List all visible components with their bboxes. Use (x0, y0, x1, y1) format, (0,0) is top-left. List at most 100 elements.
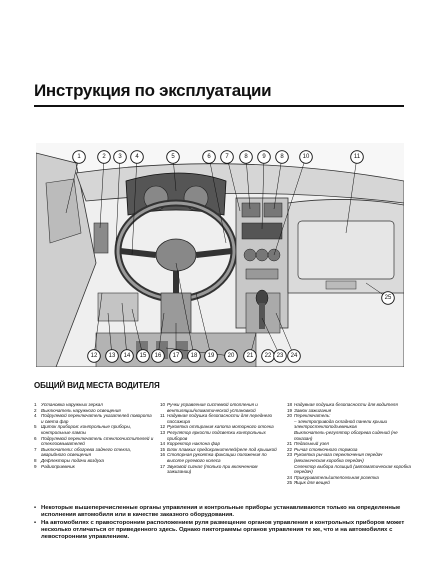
note-text: Некоторые вышеперечисленные органы управ… (41, 505, 401, 518)
callout-15: 15 (136, 349, 150, 363)
legend-text: Рычаг стояночного тормоза (294, 446, 358, 452)
notes: • Некоторые вышеперечисленные органы упра… (34, 505, 410, 542)
callout-circle (273, 349, 287, 363)
legend-number (287, 464, 294, 475)
legend-number: 22 (287, 446, 293, 452)
legend-number: 10 (160, 402, 166, 407)
callout-1: 1 (72, 150, 86, 164)
bullet-icon: • (34, 520, 37, 526)
callout-number: 17 (173, 353, 180, 359)
callout-4: 4 (130, 150, 144, 164)
callout-circle (120, 349, 134, 363)
legend-number: 8 (34, 457, 37, 463)
leader-lines (65, 156, 389, 357)
note-item: •Некоторые вышеперечисленные органы упра… (34, 505, 410, 519)
legend-number: 16 (160, 452, 166, 458)
callout-circle (204, 349, 218, 363)
callout-number: 2 (102, 154, 106, 160)
callout-number: 1 (77, 154, 81, 160)
callout-5: 5 (166, 150, 180, 164)
callout-circle (257, 150, 271, 164)
callout-number: 23 (277, 353, 284, 359)
callout-8: 8 (239, 150, 253, 164)
callout-circle (287, 349, 301, 363)
callout-circle (243, 349, 257, 363)
legend-number: 12 (160, 424, 166, 430)
callout-circle (130, 150, 144, 164)
callout-number: 21 (247, 353, 254, 359)
callout-number: 22 (265, 353, 272, 359)
legend-number: 4 (34, 413, 37, 419)
legend-number: 2 (34, 407, 37, 413)
callout-circle (275, 150, 289, 164)
figure-caption: ОБЩИЙ ВИД МЕСТА ВОДИТЕЛЯ (34, 381, 160, 390)
callout-10: 10 (299, 150, 313, 164)
callout-number: 6 (207, 154, 211, 160)
callout-9: 9 (257, 150, 271, 164)
callout-number: 3 (118, 154, 122, 160)
callout-20: 20 (224, 349, 238, 363)
legend-text: Педальный узел (294, 441, 329, 447)
callout-number: 8 (244, 154, 248, 160)
legend-text: Рукоятка рычага переключения передач (ме… (294, 452, 383, 463)
note-item: •На автомобилях с правосторонним располо… (34, 520, 410, 541)
legend-number: 5 (34, 424, 37, 430)
air-vent-left (241, 202, 261, 218)
callout-number: 9 (262, 154, 266, 160)
callout-circle (87, 349, 101, 363)
callout-17: 17 (169, 349, 183, 363)
callout-number: 18 (191, 353, 198, 359)
legend-number: 17 (160, 463, 166, 469)
legend-item: – электропривода складной панели крыши э… (287, 419, 411, 430)
callout-25: 25 (381, 291, 395, 305)
legend-number: 20 (287, 413, 293, 419)
callout-circle (169, 349, 183, 363)
callout-number: 25 (385, 295, 392, 301)
callout-11: 11 (350, 150, 364, 164)
legend-number: 25 (287, 480, 293, 486)
light-switch (93, 222, 109, 254)
legend-text: Селектор выбора позиций (автоматическая … (294, 463, 411, 475)
legend-number: 11 (160, 413, 165, 419)
callout-circle (299, 150, 313, 164)
callout-number: 5 (171, 154, 175, 160)
legend-item: 5 Щиток приборов: контрольные приборы, ко… (34, 424, 154, 435)
callout-number: 10 (303, 154, 310, 160)
legend-number: 19 (287, 407, 293, 413)
callout-circle (113, 150, 127, 164)
callout-number: 11 (354, 154, 361, 160)
legend-item: 6 Подрулевой переключатель стеклоочистите… (34, 436, 154, 447)
legend-text: Корректор наклона фар (167, 441, 221, 447)
legend-text: Ручки управления системой отопления и ве… (167, 402, 258, 413)
callout-23: 23 (273, 349, 287, 363)
fuse-box-cover (97, 292, 139, 322)
legend-number: 24 (287, 474, 293, 480)
legend-text: Радиоприемник (41, 463, 75, 469)
callout-circle (220, 150, 234, 164)
legend-text: Стопорная рукоятка фиксации положения по… (167, 452, 267, 463)
callout-6: 6 (202, 150, 216, 164)
legend-number: 6 (34, 435, 37, 441)
legend-text: Установка наружных зеркал (41, 402, 103, 407)
callout-number: 4 (135, 154, 139, 160)
legend-text: Подрулевой переключатель стеклоочистител… (41, 435, 154, 447)
callout-number: 15 (140, 353, 147, 359)
legend-text: Щиток приборов: контрольные приборы, кон… (41, 424, 132, 435)
callout-number: 19 (208, 353, 215, 359)
callout-2: 2 (97, 150, 111, 164)
callout-circle (187, 349, 201, 363)
